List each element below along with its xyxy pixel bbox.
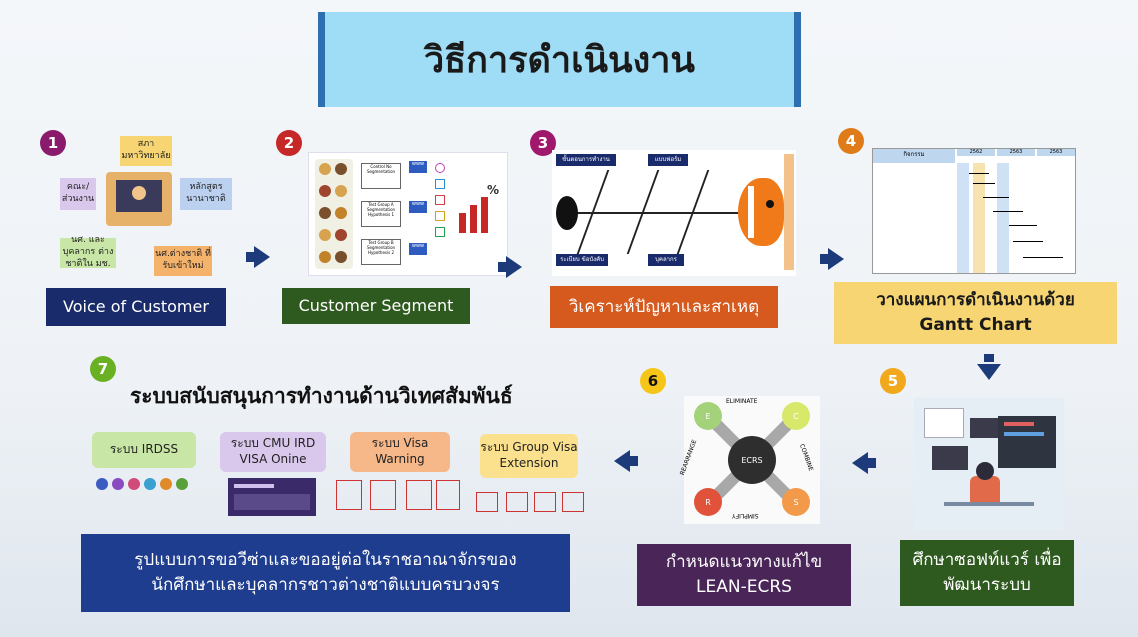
- fishbone-tag: บุคลากร: [648, 254, 684, 266]
- step-3-label: วิเคราะห์ปัญหาและสาเหตุ: [550, 286, 778, 328]
- step-5-label: ศึกษาซอฟท์แวร์ เพื่อพัฒนาระบบ: [900, 540, 1074, 606]
- fishbone-tag: แบบฟอร์ม: [648, 154, 688, 166]
- gantt-year: 2562: [957, 149, 995, 156]
- arrow-left-icon: [852, 452, 868, 474]
- arrow-shaft: [246, 252, 254, 262]
- ecrs-r: R: [694, 488, 722, 516]
- ecrs-word: COMBINE: [798, 443, 815, 472]
- www-icon: www: [409, 243, 427, 255]
- fish-tail: [556, 196, 578, 230]
- arrow-shaft: [984, 354, 994, 362]
- arrow-left-icon: [614, 450, 630, 472]
- ecrs-center: ECRS: [728, 436, 776, 484]
- www-icon: www: [409, 161, 427, 173]
- arrow-shaft: [820, 254, 828, 264]
- arrow-shaft: [498, 262, 506, 272]
- fishbone-side-strip: [784, 154, 794, 270]
- step-6-ecrs-diagram: E C S R ECRS ELIMINATE COMBINE SIMPLIFY …: [679, 396, 820, 524]
- system-group-visa-extension: ระบบ Group Visa Extension: [480, 434, 578, 478]
- step-3-number: 3: [530, 130, 556, 156]
- arrow-shaft: [630, 456, 638, 466]
- page-title: วิธีการดำเนินงาน: [423, 40, 696, 81]
- percent-label: %: [487, 183, 500, 197]
- segment-box-b: Test Group B Segmentation Hypothesis 2: [361, 239, 401, 265]
- cycle-top: สภา มหาวิทยาลัย: [120, 136, 172, 166]
- gantt-year: 2563: [1037, 149, 1075, 156]
- step-4-number: 4: [838, 128, 864, 154]
- people-grid: [315, 159, 353, 269]
- fishbone-tag: ขั้นตอนการทำงาน: [556, 154, 616, 166]
- step-2-label: Customer Segment: [282, 288, 470, 324]
- system-cmu-ird-visa-online: ระบบ CMU IRD VISA Onine: [220, 432, 326, 472]
- step-7-label: รูปแบบการขอวีซ่าและขออยู่ต่อในราชอาณาจัก…: [81, 534, 570, 612]
- group-visa-flow: [476, 490, 586, 516]
- step-3-fishbone-diagram: ขั้นตอนการทำงาน แบบฟอร์ม ระเบียบ ข้อบังค…: [552, 150, 796, 276]
- arrow-right-icon: [506, 256, 522, 278]
- segment-box-a: Test Group A Segmentation Hypothesis 1: [361, 201, 401, 227]
- page-title-box: วิธีการดำเนินงาน: [318, 12, 801, 107]
- cycle-right: หลักสูตร นานาชาติ: [180, 178, 232, 210]
- step-6-number: 6: [640, 368, 666, 394]
- step-2-segment-diagram: Control No Segmentation Test Group A Seg…: [308, 152, 508, 276]
- ecrs-word: ELIMINATE: [726, 398, 758, 405]
- ecrs-e: E: [694, 402, 722, 430]
- step-2-number: 2: [276, 130, 302, 156]
- ecrs-c: C: [782, 402, 810, 430]
- arrow-shaft: [868, 458, 876, 468]
- step-4-label: วางแผนการดำเนินงานด้วย Gantt Chart: [834, 282, 1117, 344]
- gantt-header: กิจกรรม: [873, 149, 955, 163]
- gantt-year: 2563: [997, 149, 1035, 156]
- arrow-right-icon: [254, 246, 270, 268]
- channel-icons: [435, 163, 445, 263]
- step-7-heading: ระบบสนับสนุนการทำงานด้านวิเทศสัมพันธ์: [130, 384, 513, 408]
- step-7-number: 7: [90, 356, 116, 382]
- visa-warning-flow: [336, 476, 462, 516]
- step-5-number: 5: [880, 368, 906, 394]
- step-1-cycle-diagram: สภา มหาวิทยาลัย หลักสูตร นานาชาติ นศ.ต่า…: [50, 130, 232, 280]
- growth-chart-icon: %: [451, 183, 503, 237]
- cycle-bottom-right: นศ.ต่างชาติ ที่รับเข้าใหม่: [154, 246, 212, 276]
- arrow-down-icon: [977, 364, 1001, 380]
- clownfish-icon: [738, 178, 784, 246]
- arrow-right-icon: [828, 248, 844, 270]
- segment-box-control: Control No Segmentation: [361, 163, 401, 189]
- www-icon: www: [409, 201, 427, 213]
- step-5-developer-illustration: [914, 398, 1064, 530]
- fishbone-tag: ระเบียบ ข้อบังคับ: [556, 254, 608, 266]
- cycle-left: คณะ/ ส่วนงาน: [60, 178, 96, 210]
- step-6-label: กำหนดแนวทางแก้ไข LEAN-ECRS: [637, 544, 851, 606]
- fish-spine: [562, 212, 742, 214]
- laptop-image: [106, 172, 172, 226]
- cycle-bottom-left: นศ. และบุคลากร ต่างชาติใน มช.: [60, 235, 116, 269]
- system-visa-warning: ระบบ Visa Warning: [350, 432, 450, 472]
- ecrs-word: SIMPLIFY: [732, 512, 759, 519]
- step-1-label: Voice of Customer: [46, 288, 226, 326]
- system-irdss: ระบบ IRDSS: [92, 432, 196, 468]
- ecrs-s: S: [782, 488, 810, 516]
- step-1-number: 1: [40, 130, 66, 156]
- irdss-icons: [92, 474, 196, 512]
- cmu-visa-screenshot: [228, 478, 316, 516]
- step-4-gantt-chart: กิจกรรม 2562 2563 2563: [872, 148, 1076, 274]
- ecrs-word: REARRANGE: [678, 438, 699, 477]
